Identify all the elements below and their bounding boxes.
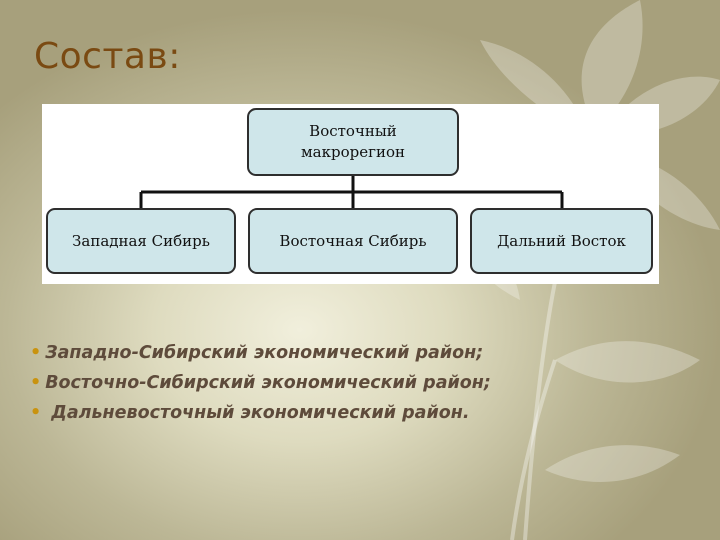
bullet-marker-icon: • xyxy=(30,373,42,393)
bullet-marker-icon: • xyxy=(30,343,42,363)
bullet-item: • Дальневосточный экономический район. xyxy=(30,398,690,428)
hierarchy-diagram: Восточный макрорегион Западная Сибирь Во… xyxy=(42,104,659,284)
bullet-text: Западно-Сибирский экономический район; xyxy=(45,343,484,363)
child-node-west-siberia: Западная Сибирь xyxy=(46,208,236,274)
root-node: Восточный макрорегион xyxy=(247,108,459,176)
bullet-text: Восточно-Сибирский экономический район; xyxy=(45,373,491,393)
bullet-item: •Западно-Сибирский экономический район; xyxy=(30,338,690,368)
bullet-text: Дальневосточный экономический район. xyxy=(45,403,470,423)
connector-lines xyxy=(139,176,564,208)
slide-title: Состав: xyxy=(34,36,181,77)
child-node-far-east: Дальний Восток xyxy=(470,208,653,274)
bullet-marker-icon: • xyxy=(30,403,42,423)
child-node-east-siberia: Восточная Сибирь xyxy=(248,208,458,274)
bullet-item: •Восточно-Сибирский экономический район; xyxy=(30,368,690,398)
bullet-list: •Западно-Сибирский экономический район; … xyxy=(30,338,690,428)
